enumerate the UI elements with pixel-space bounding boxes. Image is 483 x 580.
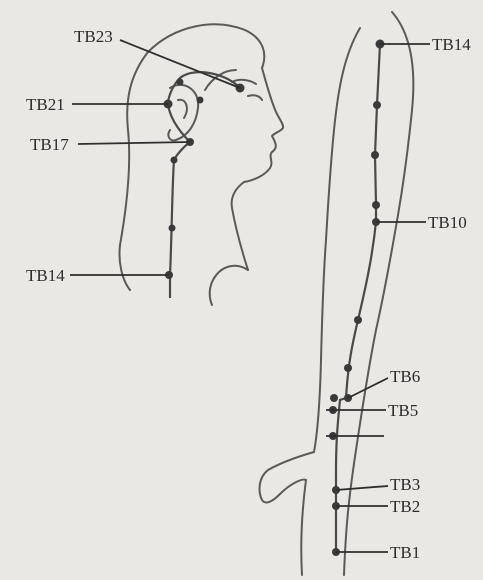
head-meridian bbox=[164, 72, 245, 298]
point-arm-b bbox=[371, 151, 379, 159]
point-labels: TB23 TB21 TB17 TB14 TB14 TB10 TB6 TB5 TB… bbox=[26, 27, 471, 562]
label-tb23: TB23 bbox=[74, 27, 113, 46]
ear bbox=[168, 85, 198, 140]
eye bbox=[248, 95, 262, 100]
arm-inner-edge bbox=[314, 28, 360, 452]
point-head-b bbox=[197, 97, 204, 104]
label-tb3: TB3 bbox=[390, 475, 420, 494]
point-tb6-side bbox=[330, 394, 338, 402]
point-arm-d bbox=[354, 316, 362, 324]
ear-inner bbox=[178, 100, 187, 118]
label-tb14-arm: TB14 bbox=[432, 35, 471, 54]
point-neck bbox=[169, 225, 176, 232]
label-tb21: TB21 bbox=[26, 95, 65, 114]
skull-back bbox=[120, 52, 148, 245]
label-tb10: TB10 bbox=[428, 213, 467, 232]
collar bbox=[210, 266, 248, 305]
leader-tb17 bbox=[78, 142, 190, 144]
crown bbox=[148, 24, 264, 68]
arm-meridian-line bbox=[336, 44, 380, 552]
point-arm-e bbox=[344, 364, 352, 372]
leader-tb6 bbox=[348, 378, 388, 398]
point-head-a bbox=[177, 79, 184, 86]
head-outline bbox=[119, 24, 283, 305]
face-profile bbox=[244, 68, 283, 182]
arm-meridian bbox=[329, 40, 385, 557]
jaw bbox=[232, 182, 248, 270]
label-tb5: TB5 bbox=[388, 401, 418, 420]
palm-edge bbox=[301, 480, 306, 575]
label-tb1: TB1 bbox=[390, 543, 420, 562]
label-tb2: TB2 bbox=[390, 497, 420, 516]
point-arm-c bbox=[372, 201, 380, 209]
shoulder bbox=[119, 245, 130, 290]
label-tb14-head: TB14 bbox=[26, 266, 65, 285]
label-tb6: TB6 bbox=[390, 367, 420, 386]
point-arm-a bbox=[373, 101, 381, 109]
head-meridian-line bbox=[168, 72, 240, 298]
label-tb17: TB17 bbox=[30, 135, 69, 154]
point-head-c bbox=[171, 157, 178, 164]
thumb bbox=[260, 452, 314, 502]
leader-tb3 bbox=[336, 486, 388, 490]
